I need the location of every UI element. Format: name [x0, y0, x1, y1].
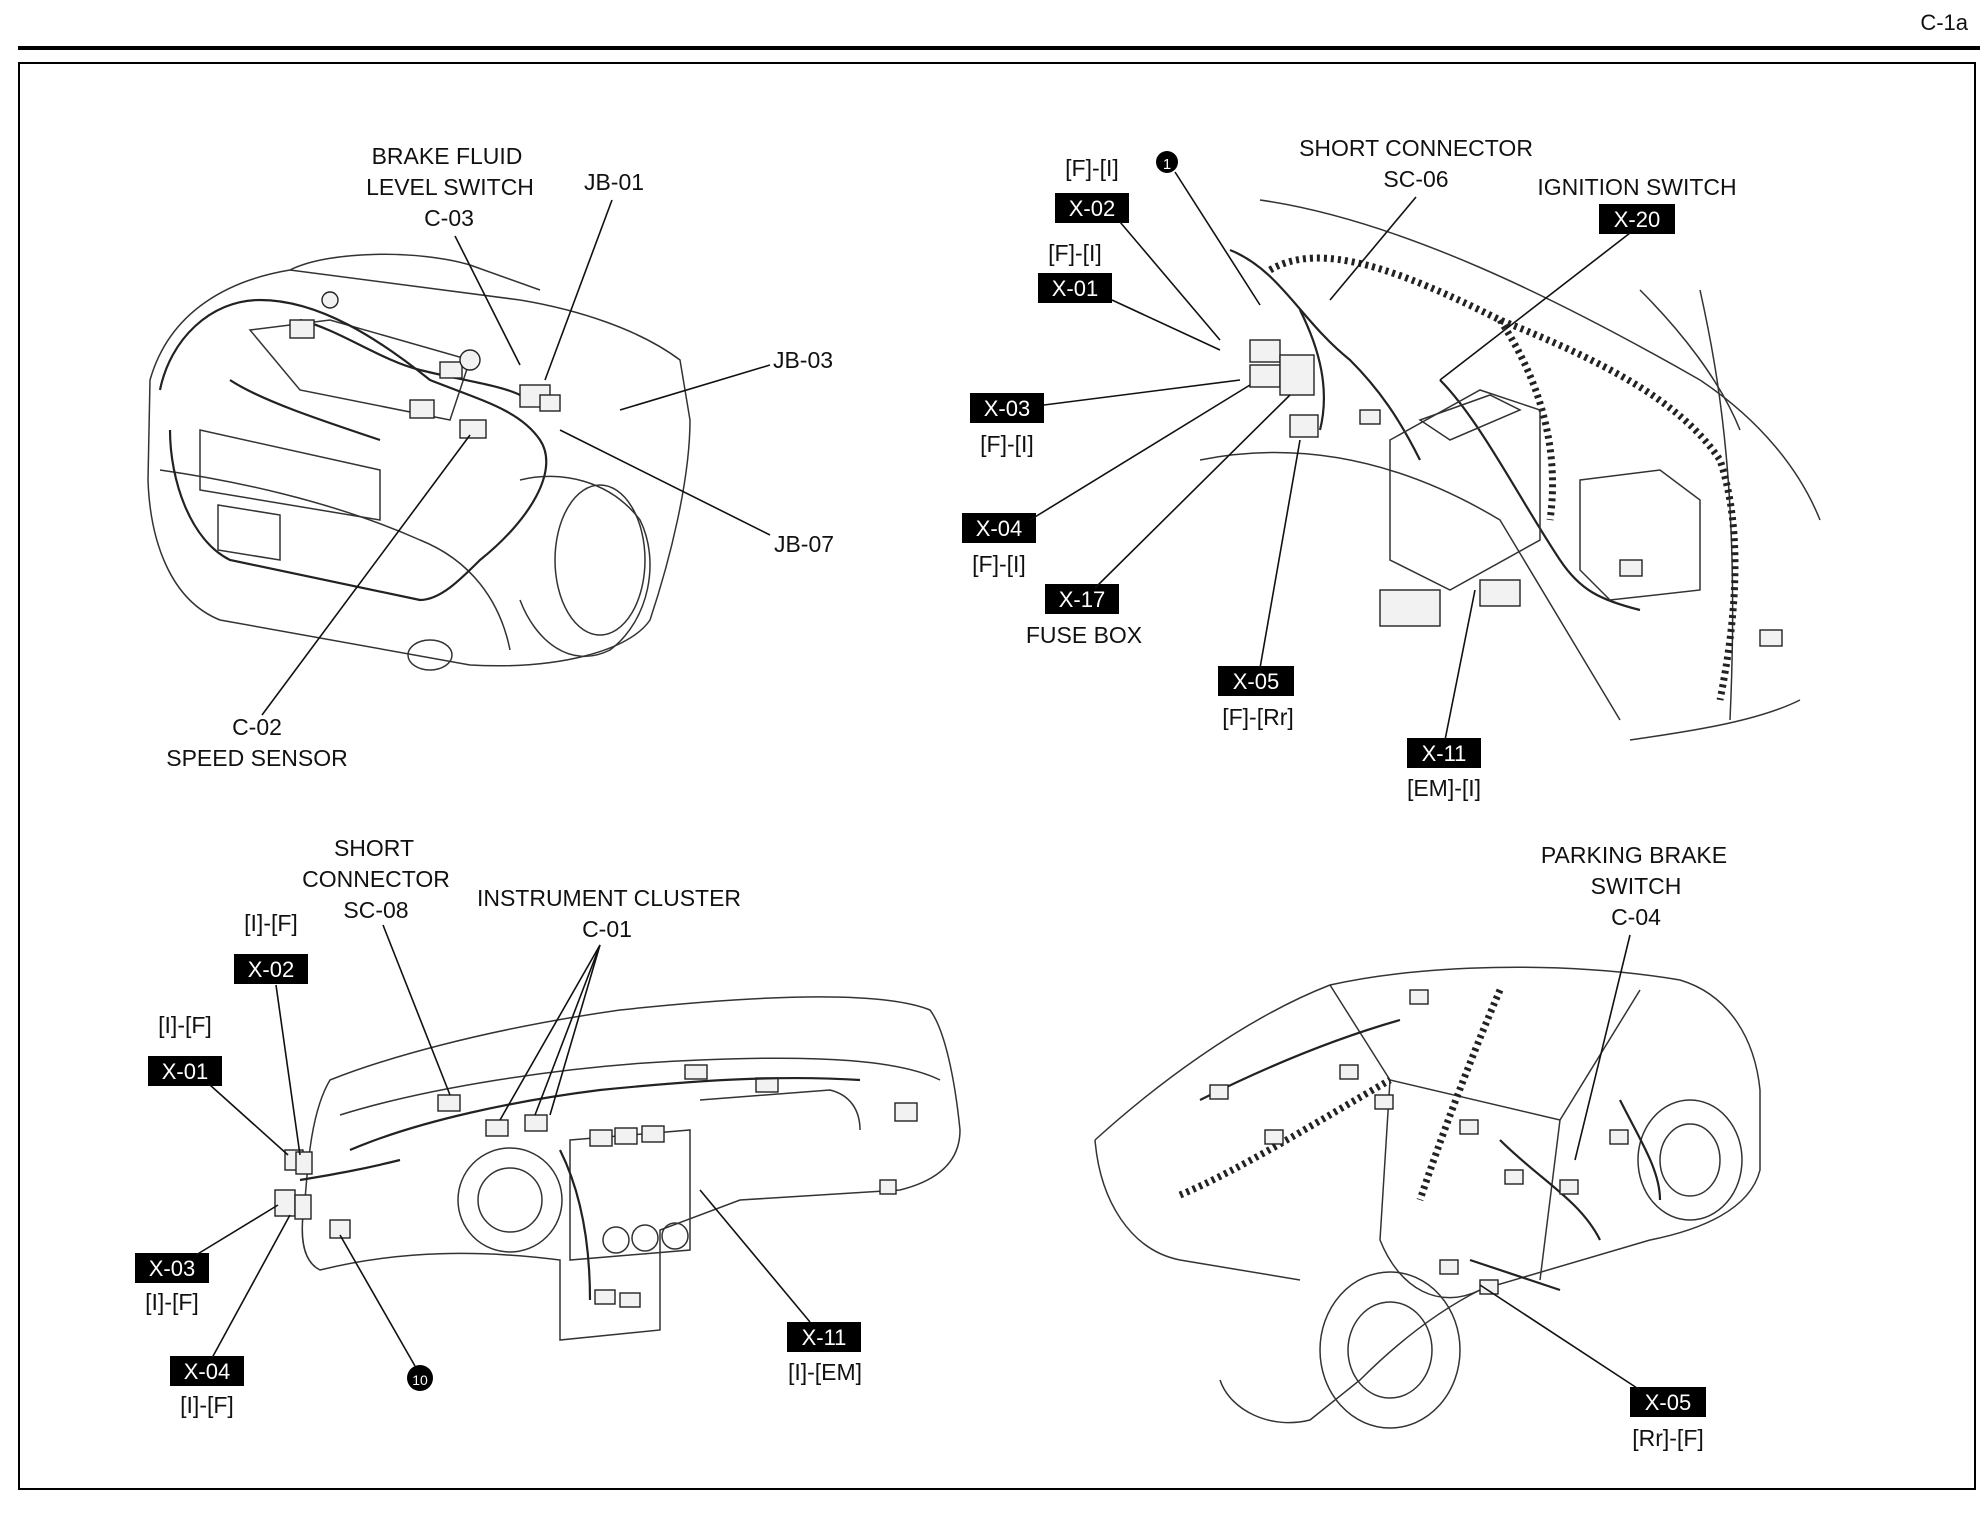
- x03-dash-sub: [I]-[F]: [145, 1289, 199, 1315]
- svg-text:X-05: X-05: [1233, 669, 1279, 694]
- svg-text:X-04: X-04: [184, 1359, 230, 1384]
- x03-dash-tag: X-03: [135, 1253, 209, 1283]
- short-connector-sc08-label-2: CONNECTOR: [302, 866, 450, 892]
- x01-dash-tag: X-01: [148, 1056, 222, 1086]
- brake-fluid-label-3: C-03: [424, 205, 474, 231]
- speed-sensor-label: SPEED SENSOR: [166, 745, 348, 771]
- x04-interior-tag: X-04: [962, 513, 1036, 543]
- engine-bay-illustration: [147, 253, 691, 671]
- engine-leader-lines: [261, 199, 771, 716]
- x04-dash-sub: [I]-[F]: [180, 1392, 234, 1418]
- jb07-label: JB-07: [774, 531, 834, 557]
- ignition-switch-label: IGNITION SWITCH: [1537, 174, 1736, 200]
- x11-interior-sub: [EM]-[I]: [1407, 775, 1481, 801]
- x01-interior-sub: [F]-[I]: [1048, 240, 1102, 266]
- page-code: C-1a: [1920, 10, 1968, 35]
- brake-fluid-label-2: LEVEL SWITCH: [366, 174, 534, 200]
- svg-text:X-17: X-17: [1059, 587, 1105, 612]
- top-rule: [18, 46, 1980, 50]
- svg-text:X-11: X-11: [802, 1325, 847, 1350]
- fuse-box-label: FUSE BOX: [1026, 622, 1142, 648]
- x05-interior-sub: [F]-[Rr]: [1222, 704, 1294, 730]
- x11-interior-tag: X-11: [1407, 738, 1481, 768]
- interior-harness-illustration: [1199, 199, 1821, 741]
- x05-body-sub: [Rr]-[F]: [1632, 1425, 1704, 1451]
- instrument-cluster-label: INSTRUMENT CLUSTER: [477, 885, 741, 911]
- interior-leader-lines: [1029, 171, 1631, 741]
- parking-brake-label-1: PARKING BRAKE: [1541, 842, 1727, 868]
- svg-text:X-20: X-20: [1614, 207, 1660, 232]
- svg-text:X-11: X-11: [1422, 741, 1467, 766]
- x04-interior-sub: [F]-[I]: [972, 551, 1026, 577]
- body-leader-lines: [1479, 934, 1641, 1391]
- svg-text:X-03: X-03: [984, 396, 1030, 421]
- badge-1-label: 1: [1163, 156, 1171, 173]
- instrument-cluster-code: C-01: [582, 916, 632, 942]
- x02-interior-tag: X-02: [1055, 193, 1129, 223]
- badge-1-icon: [1156, 151, 1178, 173]
- svg-text:X-01: X-01: [1052, 276, 1098, 301]
- brake-fluid-label-1: BRAKE FLUID: [372, 143, 523, 169]
- svg-text:X-02: X-02: [1069, 196, 1115, 221]
- x03-interior-tag: X-03: [970, 393, 1044, 423]
- speed-sensor-code: C-02: [232, 714, 282, 740]
- x20-tag: X-20: [1599, 204, 1675, 234]
- x01-dash-sub: [I]-[F]: [158, 1012, 212, 1038]
- x11-dash-sub: [I]-[EM]: [788, 1359, 862, 1385]
- badge-10-icon: [407, 1365, 433, 1391]
- x17-tag: X-17: [1045, 584, 1119, 614]
- body-illustration: [1094, 966, 1761, 1429]
- x02-dash-sub: [I]-[F]: [244, 910, 298, 936]
- svg-text:X-02: X-02: [248, 957, 294, 982]
- svg-text:X-03: X-03: [149, 1256, 195, 1281]
- parking-brake-label-2: SWITCH: [1591, 873, 1682, 899]
- svg-text:X-04: X-04: [976, 516, 1022, 541]
- parking-brake-code: C-04: [1611, 904, 1661, 930]
- x04-dash-tag: X-04: [170, 1356, 244, 1386]
- x02-dash-tag: X-02: [234, 954, 308, 984]
- short-connector-sc08-label-3: SC-08: [343, 897, 408, 923]
- jb03-label: JB-03: [773, 347, 833, 373]
- jb01-label: JB-01: [584, 169, 644, 195]
- short-connector-sc06-label-2: SC-06: [1383, 166, 1448, 192]
- x11-dash-tag: X-11: [787, 1322, 861, 1352]
- svg-text:X-01: X-01: [162, 1059, 208, 1084]
- x05-body-tag: X-05: [1630, 1387, 1706, 1417]
- dash-leader-lines: [195, 924, 811, 1367]
- diagram-frame: [18, 62, 1976, 1490]
- x05-interior-tag: X-05: [1218, 666, 1294, 696]
- x02-interior-sub: [F]-[I]: [1065, 155, 1119, 181]
- short-connector-sc08-label-1: SHORT: [334, 835, 414, 861]
- x03-interior-sub: [F]-[I]: [980, 431, 1034, 457]
- short-connector-sc06-label-1: SHORT CONNECTOR: [1299, 135, 1533, 161]
- x01-interior-tag: X-01: [1038, 273, 1112, 303]
- badge-10-label: 10: [412, 1372, 428, 1388]
- dashboard-illustration: [274, 996, 961, 1341]
- svg-text:X-05: X-05: [1645, 1390, 1691, 1415]
